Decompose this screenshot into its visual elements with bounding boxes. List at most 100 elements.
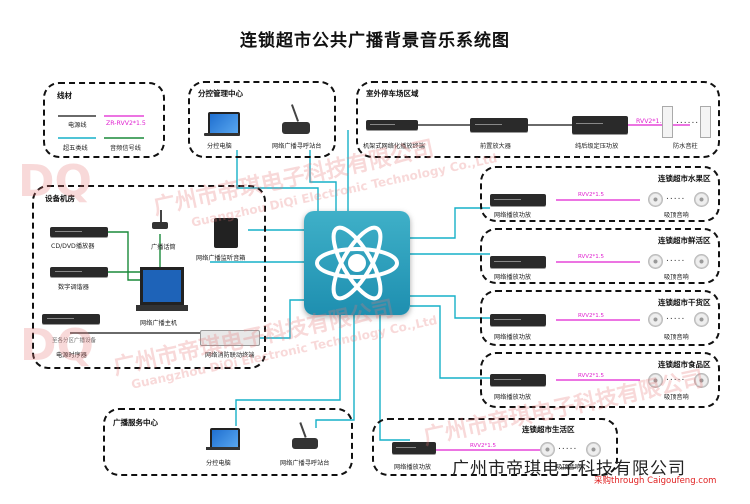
- footer-company: 广州市帝琪电子科技有限公司: [452, 459, 686, 479]
- mic-label: 广播话筒: [151, 244, 176, 251]
- cat5-line-control-paging: [309, 150, 337, 212]
- atom-icon: [315, 225, 399, 301]
- service-pc-label: 分控电脑: [206, 460, 231, 467]
- speaker-dots: .....: [666, 373, 686, 383]
- outdoor-preamp-label: 前置放大器: [480, 143, 511, 150]
- zone-cable-label-3: RVV2*1.5: [578, 313, 605, 319]
- watermark-logo: DQ: [20, 320, 94, 371]
- zone-cable-label-2: RVV2*1.5: [578, 254, 605, 260]
- host-monitor-icon: [140, 267, 184, 305]
- power-note-label: 至各分区广播设备: [52, 338, 97, 344]
- audio-line-dvd: [108, 231, 140, 281]
- zone-speaker-label-4: 吸顶音响: [664, 394, 689, 401]
- zone-amp-device-2: [490, 256, 546, 268]
- zone-amp-device-3: [490, 314, 546, 326]
- ceiling-speaker-icon: [586, 442, 601, 457]
- control-pc-label: 分控电脑: [207, 143, 232, 150]
- outdoor-tuner-label: 机架式网络化播放终端: [363, 143, 425, 150]
- outdoor-amp-label: 纯后级定压功放: [575, 143, 619, 150]
- outdoor-cable-label: RVV2*1.5: [636, 118, 666, 125]
- zone-amp-device-1: [490, 194, 546, 206]
- control-paging-label: 网络广播寻呼站台: [272, 143, 322, 150]
- ceiling-speaker-icon: [694, 312, 709, 327]
- cat5-line-zone-3: [410, 295, 490, 319]
- zone-title-4: 连锁超市食品区: [658, 360, 711, 369]
- legend-label-cat5: 超五类线: [63, 145, 88, 152]
- cat5-line-fire: [258, 299, 304, 339]
- zone-speaker-label-1: 吸顶音响: [664, 212, 689, 219]
- ceiling-speaker-icon: [694, 373, 709, 388]
- power-amp-device: [572, 116, 628, 134]
- equipment-room-box: [32, 185, 266, 369]
- paging-station-icon: [292, 438, 318, 449]
- service-center-title: 广播服务中心: [113, 418, 158, 427]
- gooseneck-mic-icon: [152, 222, 168, 229]
- legend-label-power: 电源线: [68, 122, 87, 129]
- equipment-room-title: 设备机房: [45, 194, 75, 203]
- cat5-line-control-pc: [236, 150, 319, 212]
- zone-amp-device-5: [392, 442, 436, 454]
- zone-box-3: [480, 290, 720, 346]
- host-label: 网络广播主机: [140, 320, 178, 327]
- zone-box-1: [480, 166, 720, 222]
- legend-box: [43, 82, 165, 158]
- source-link[interactable]: 采购through Caigoufeng.com: [594, 476, 717, 486]
- legend-label-audio: 音频信号线: [110, 145, 141, 152]
- speaker-dots: ......: [676, 116, 700, 126]
- speaker-dots: .....: [666, 312, 686, 322]
- cat5-line-zone-4: [410, 305, 490, 379]
- fire-label: 网络消防联动终端: [205, 352, 255, 359]
- zone-cable-label-5: RVV2*1.5: [470, 443, 497, 449]
- host-keyboard-icon: [136, 305, 188, 311]
- zone-speaker-label-5: 吸顶音响: [556, 464, 581, 471]
- control-center-box: [188, 81, 336, 158]
- column-speaker-icon: [662, 106, 673, 138]
- preamp-device: [470, 118, 528, 132]
- column-speaker-icon: [700, 106, 711, 138]
- speaker-dots: .....: [666, 254, 686, 264]
- control-center-title: 分控管理中心: [198, 89, 243, 98]
- cat5-line-service-paging: [315, 315, 355, 428]
- ceiling-speaker-icon: [648, 254, 663, 269]
- zone-amp-label-5: 网络播放功放: [394, 464, 432, 471]
- zone-speaker-label-3: 吸顶音响: [664, 334, 689, 341]
- zone-cable-label-1: RVV2*1.5: [578, 192, 605, 198]
- ceiling-speaker-icon: [694, 192, 709, 207]
- outdoor-title: 室外停车场区域: [366, 89, 419, 98]
- dvd-label: CD/DVD播放器: [51, 243, 95, 250]
- ceiling-speaker-icon: [540, 442, 555, 457]
- zone-title-5: 连锁超市生活区: [522, 425, 575, 434]
- service-paging-label: 网络广播寻呼站台: [280, 460, 330, 467]
- page-title: 连锁超市公共广播背景音乐系统图: [240, 31, 510, 51]
- zone-box-2: [480, 228, 720, 284]
- power-sequencer-device: [42, 314, 100, 324]
- legend-title: 线材: [57, 91, 72, 100]
- zone-title-3: 连锁超市干货区: [658, 298, 711, 307]
- service-center-box: [103, 408, 353, 476]
- ceiling-speaker-icon: [648, 312, 663, 327]
- rack-player-device: [366, 120, 418, 130]
- cat5-line-zone-5: [379, 315, 410, 441]
- zone-amp-label-3: 网络播放功放: [494, 334, 532, 341]
- tuner-device: [50, 267, 108, 277]
- speaker-dots: .....: [666, 192, 686, 202]
- zone-title-2: 连锁超市鲜活区: [658, 236, 711, 245]
- zone-amp-label-4: 网络播放功放: [494, 394, 532, 401]
- laptop-base-icon: [206, 447, 240, 450]
- network-hub-icon: [304, 211, 410, 315]
- paging-station-icon: [282, 122, 310, 134]
- speaker-dots: .....: [558, 442, 578, 452]
- monitor-label: 网络广播监听音箱: [196, 255, 246, 262]
- zone-box-5: [372, 418, 618, 476]
- watermark-logo: DQ: [18, 156, 92, 207]
- zone-title-1: 连锁超市水果区: [658, 174, 711, 183]
- power-label: 电源时序器: [56, 352, 87, 359]
- ceiling-speaker-icon: [694, 254, 709, 269]
- zone-cable-label-4: RVV2*1.5: [578, 373, 605, 379]
- tuner-label: 数字调谐器: [58, 284, 89, 291]
- zone-box-4: [480, 352, 720, 408]
- outdoor-speaker-label: 防水音柱: [673, 143, 698, 150]
- zone-speaker-label-2: 吸顶音响: [664, 274, 689, 281]
